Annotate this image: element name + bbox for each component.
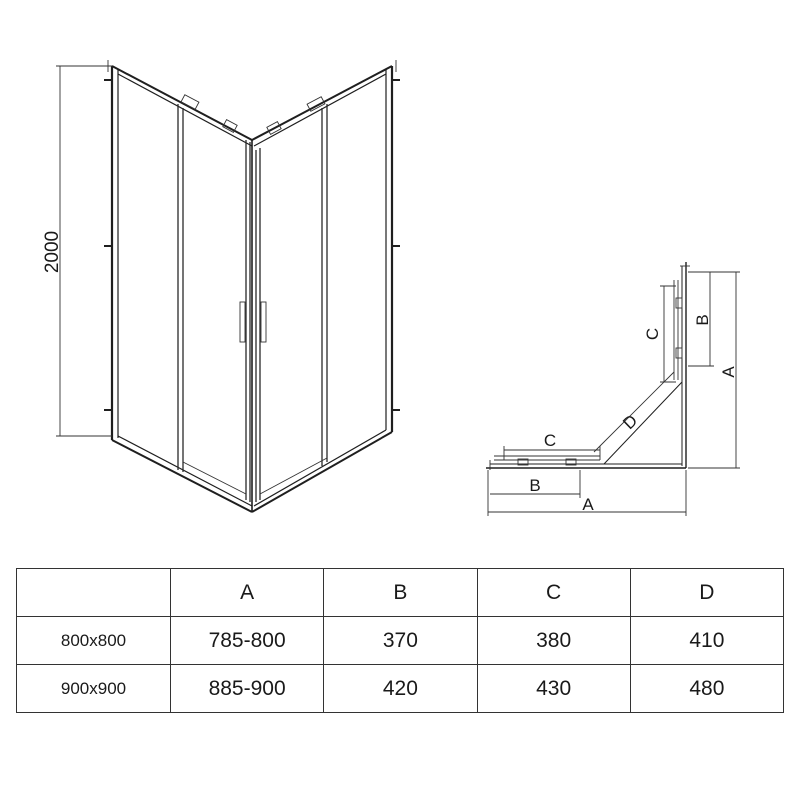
height-dimension: 2000 [42, 65, 112, 437]
plan-b-bottom: B [529, 476, 540, 495]
cell-c: 430 [476, 664, 631, 713]
plan-c-bottom: C [544, 431, 556, 450]
cell-b: 370 [323, 616, 478, 665]
left-handle [239, 301, 246, 343]
table-header-row: A B C D [16, 568, 785, 617]
plan-d-diag: D [619, 411, 641, 433]
cell-a: 785-800 [169, 616, 325, 665]
plan-b-right: B [693, 314, 712, 325]
cell-d: 480 [629, 664, 785, 713]
dimensions-table: A B C D 800x800 785-800 370 380 410 900x… [16, 568, 785, 713]
header-c: C [476, 568, 631, 617]
table-row: 800x800 785-800 370 380 410 [16, 616, 785, 665]
row-size: 800x800 [16, 616, 171, 665]
technical-drawing: 2000 A B C D A B C [42, 60, 740, 516]
header-a: A [169, 568, 325, 617]
cell-b: 420 [323, 664, 478, 713]
row-size: 900x900 [16, 664, 171, 713]
right-handle [260, 301, 267, 343]
cell-d: 410 [629, 616, 785, 665]
header-b: B [323, 568, 478, 617]
plan-a-bottom: A [582, 495, 594, 514]
header-d: D [629, 568, 785, 617]
cell-a: 885-900 [169, 664, 325, 713]
cell-c: 380 [476, 616, 631, 665]
height-label: 2000 [42, 231, 63, 273]
plan-a-right: A [719, 366, 738, 378]
header-empty [16, 568, 171, 617]
table-row: 900x900 885-900 420 430 480 [16, 664, 785, 713]
enclosure-elevation [104, 60, 400, 513]
plan-view: A B C D A B C [486, 262, 740, 516]
plan-c-right: C [643, 328, 662, 340]
